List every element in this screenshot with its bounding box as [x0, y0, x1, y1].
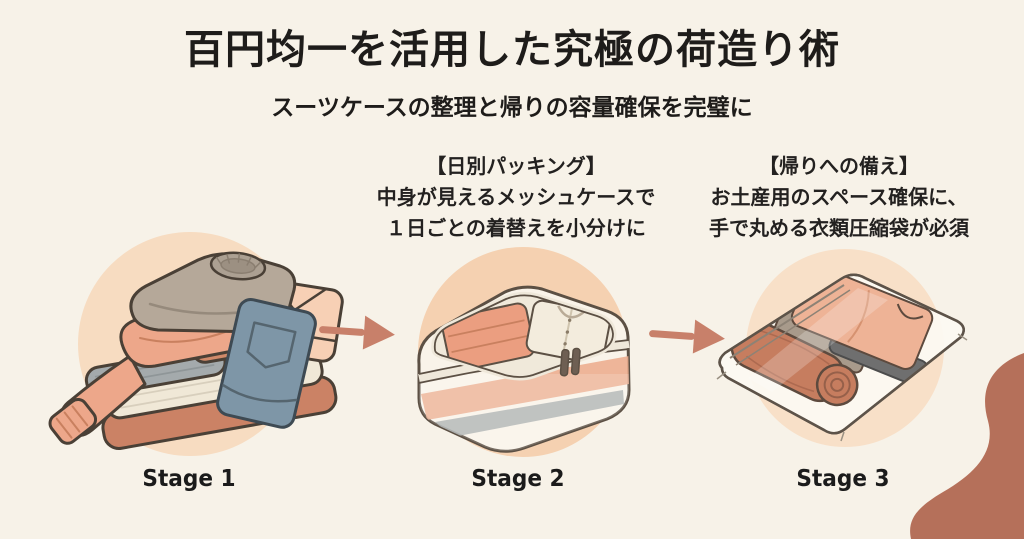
- stage2-label: Stage 2: [471, 466, 565, 492]
- stage1-label: Stage 1: [142, 466, 236, 492]
- stage3-caption-line: 手で丸める衣類圧縮袋が必須: [709, 216, 969, 240]
- corner-blob-decoration: [910, 353, 1024, 539]
- stage2-caption-line: 中身が見えるメッシュケースで: [376, 185, 656, 209]
- stage2-caption-title: 【日別パッキング】: [426, 154, 606, 178]
- page-title: 百円均一を活用した究極の荷造り術: [184, 27, 840, 73]
- stage3-caption-line: お土産用のスペース確保に、: [710, 185, 968, 209]
- arrow-right-icon: [649, 319, 725, 354]
- arrow-right-icon: [319, 315, 395, 350]
- stage3-caption-title: 【帰りへの備え】: [759, 154, 919, 178]
- stage3-label: Stage 3: [796, 466, 890, 492]
- mesh-case-illustration: [417, 247, 631, 457]
- compression-bag-illustration: [716, 249, 968, 447]
- stage2-caption-line: １日ごとの着替えを小分けに: [386, 216, 646, 240]
- clothes-pile-illustration: [48, 232, 344, 456]
- stage2-caption: 【日別パッキング】 中身が見えるメッシュケースで １日ごとの着替えを小分けに: [355, 151, 677, 244]
- zipper-pulls: [559, 347, 581, 377]
- stage3-caption: 【帰りへの備え】 お土産用のスペース確保に、 手で丸める衣類圧縮袋が必須: [678, 151, 1000, 244]
- page-subtitle: スーツケースの整理と帰りの容量確保を完璧に: [271, 95, 753, 121]
